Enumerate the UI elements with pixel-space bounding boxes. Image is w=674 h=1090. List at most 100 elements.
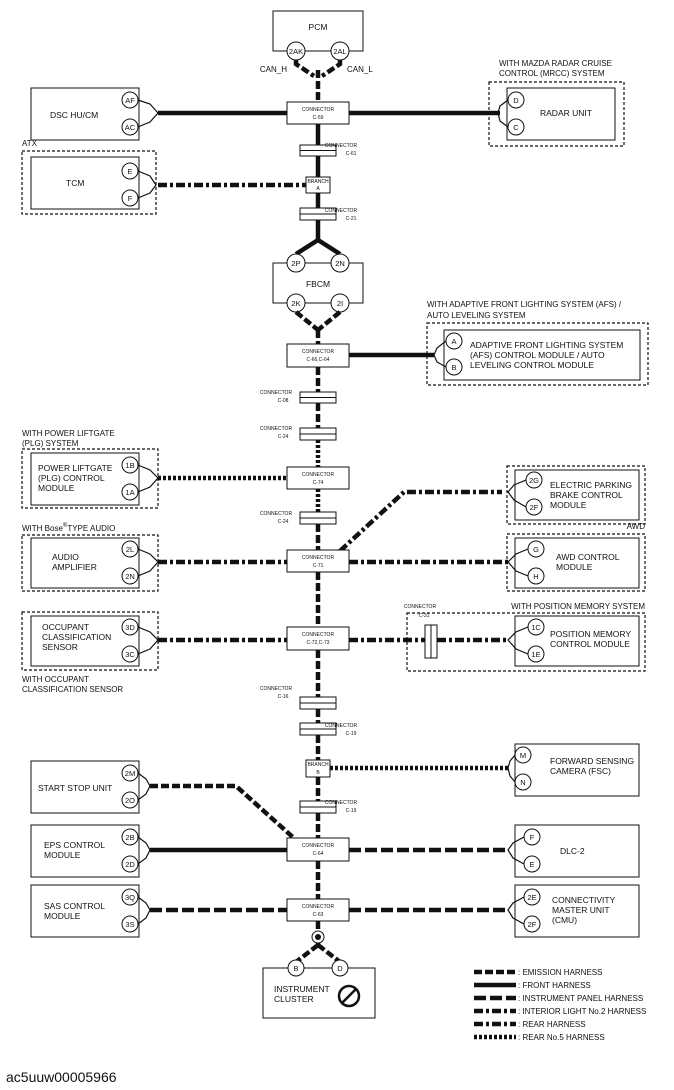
svg-text:C-19: C-19 <box>346 731 357 737</box>
svg-text:C-16: C-16 <box>278 694 289 700</box>
svg-text:C-66,C-64: C-66,C-64 <box>306 357 329 363</box>
svg-text:C-21: C-21 <box>346 216 357 222</box>
pcm-module: PCM 2AK 2AL CAN_H CAN_L <box>260 10 373 78</box>
svg-text:CONNECTOR: CONNECTOR <box>325 800 358 806</box>
epb-label-line3: MODULE <box>550 500 587 510</box>
svg-text:CONNECTOR: CONNECTOR <box>260 686 293 692</box>
fbcm-module: FBCM 2P 2N 2K 2I <box>272 238 364 344</box>
occupant-module: OCCUPANT CLASSIFICATION SENSOR 3D 3C WIT… <box>21 611 159 694</box>
eps-label-line1: EPS CONTROL <box>44 840 105 850</box>
connector-c59: CONNECTOR C-59 <box>286 101 350 125</box>
audio-label-line1: AUDIO <box>52 552 79 562</box>
connector-c19-lower: CONNECTOR C-19 <box>299 800 358 814</box>
svg-text:C-71: C-71 <box>313 563 324 569</box>
eps-pin-2b: 2B <box>125 833 134 842</box>
cmu-pin-2f: 2F <box>528 920 537 929</box>
cmu-label-line1: CONNECTIVITY <box>552 895 616 905</box>
svg-text:CONNECTOR: CONNECTOR <box>302 632 335 638</box>
occupant-label-line3: SENSOR <box>42 642 78 652</box>
connector-c61: CONNECTOR C-61 <box>299 143 358 157</box>
svg-text:CONNECTOR: CONNECTOR <box>260 511 293 517</box>
svg-text:CONNECTOR: CONNECTOR <box>302 107 335 113</box>
cluster-pin-d: D <box>337 964 343 973</box>
tcm-pin-e: E <box>127 167 132 176</box>
branch-b: BRANCH B <box>305 759 331 778</box>
cmu-pin-2e: 2E <box>527 893 536 902</box>
radar-module: WITH MAZDA RADAR CRUISE CONTROL (MRCC) S… <box>488 59 625 147</box>
bose-condition: WITH Bose®TYPE AUDIO <box>22 522 115 533</box>
afs-label-line1: ADAPTIVE FRONT LIGHTING SYSTEM <box>470 340 623 350</box>
cluster-label-line1: INSTRUMENT <box>274 984 330 994</box>
dsc-pin-ac: AC <box>125 123 136 132</box>
cmu-module: CONNECTIVITY MASTER UNIT (CMU) 2E 2F <box>507 884 640 938</box>
plg-label-line2: (PLG) CONTROL <box>38 473 105 483</box>
legend-instrument-panel: : INSTRUMENT PANEL HARNESS <box>518 994 643 1003</box>
legend-interior-light: : INTERIOR LIGHT No.2 HARNESS <box>518 1007 646 1016</box>
cmu-label-line2: MASTER UNIT <box>552 905 610 915</box>
svg-text:C-24: C-24 <box>278 434 289 440</box>
fsc-pin-n: N <box>520 778 525 787</box>
connector-c71: CONNECTOR C-71 <box>286 549 350 573</box>
plg-condition-line2: (PLG) SYSTEM <box>22 439 79 448</box>
svg-text:CONNECTOR: CONNECTOR <box>325 143 358 149</box>
svg-text:C-63: C-63 <box>313 912 324 918</box>
harness-legend: : EMISSION HARNESS : FRONT HARNESS : INS… <box>474 968 646 1042</box>
tcm-label: TCM <box>66 178 84 188</box>
connector-c08: CONNECTOR C-08 <box>260 390 337 404</box>
cmu-label-line3: (CMU) <box>552 915 577 925</box>
occupant-condition-line1: WITH OCCUPANT <box>22 675 89 684</box>
posmem-module: WITH POSITION MEMORY SYSTEM POSITION MEM… <box>404 602 646 672</box>
awd-condition: AWD <box>627 522 646 531</box>
legend-emission: : EMISSION HARNESS <box>518 968 602 977</box>
svg-text:C-61: C-61 <box>346 151 357 157</box>
occupant-pin-3c: 3C <box>125 650 135 659</box>
eps-module: EPS CONTROL MODULE 2B 2D <box>30 824 151 878</box>
posmem-pin-1e: 1E <box>531 650 540 659</box>
occupant-pin-3d: 3D <box>125 623 135 632</box>
atx-condition: ATX <box>22 139 38 148</box>
fbcm-pin-2n: 2N <box>335 259 345 268</box>
connector-c16: CONNECTOR C-16 <box>260 686 337 710</box>
svg-text:C-31: C-31 <box>419 613 430 619</box>
connector-c24-lower: CONNECTOR C-24 <box>260 511 337 525</box>
eps-pin-2d: 2D <box>125 860 135 869</box>
afs-label-line2: (AFS) CONTROL MODULE / AUTO <box>470 350 605 360</box>
epb-pin-2f: 2F <box>530 503 539 512</box>
connector-c66-c64: CONNECTOR C-66,C-64 <box>286 343 350 368</box>
connector-c21: CONNECTOR C-21 <box>299 207 358 222</box>
eps-label-line2: MODULE <box>44 850 81 860</box>
afs-pin-a: A <box>451 337 456 346</box>
radar-label: RADAR UNIT <box>540 108 592 118</box>
audio-pin-2l: 2L <box>126 545 134 554</box>
svg-text:B: B <box>316 770 320 776</box>
cluster-pin-b: B <box>293 964 298 973</box>
startstop-harness <box>150 783 298 842</box>
audio-module: WITH Bose®TYPE AUDIO AUDIO AMPLIFIER 2L … <box>21 522 159 592</box>
awd-label-line2: MODULE <box>556 562 593 572</box>
svg-text:CONNECTOR: CONNECTOR <box>302 843 335 849</box>
audio-pin-2n: 2N <box>125 572 135 581</box>
afs-condition-line1: WITH ADAPTIVE FRONT LIGHTING SYSTEM (AFS… <box>427 300 622 309</box>
afs-label-line3: LEVELING CONTROL MODULE <box>470 360 594 370</box>
fbcm-pin-2i: 2I <box>337 299 343 308</box>
connector-c72-c73: CONNECTOR C-72,C-73 <box>286 626 350 651</box>
svg-text:CONNECTOR: CONNECTOR <box>302 349 335 355</box>
posmem-label-line1: POSITION MEMORY <box>550 629 631 639</box>
legend-rear: : REAR HARNESS <box>518 1020 586 1029</box>
svg-text:CONNECTOR: CONNECTOR <box>325 723 358 729</box>
awd-pin-h: H <box>533 572 538 581</box>
pcm-label: PCM <box>309 22 328 32</box>
cluster-label-line2: CLUSTER <box>274 994 314 1004</box>
figure-code: ac5uuw00005966 <box>6 1069 117 1085</box>
svg-text:CONNECTOR: CONNECTOR <box>404 604 437 610</box>
svg-text:CONNECTOR: CONNECTOR <box>325 208 358 214</box>
svg-text:C-59: C-59 <box>313 115 324 121</box>
connector-c31: CONNECTOR C-31 <box>404 604 438 659</box>
dsc-label: DSC HU/CM <box>50 110 98 120</box>
startstop-module: START STOP UNIT 2M 2O <box>30 760 151 814</box>
mrcc-condition-line2: CONTROL (MRCC) SYSTEM <box>499 69 605 78</box>
epb-module: ELECTRIC PARKING BRAKE CONTROL MODULE 2G… <box>506 465 646 525</box>
epb-harness <box>338 489 502 553</box>
plg-pin-1b: 1B <box>125 461 134 470</box>
